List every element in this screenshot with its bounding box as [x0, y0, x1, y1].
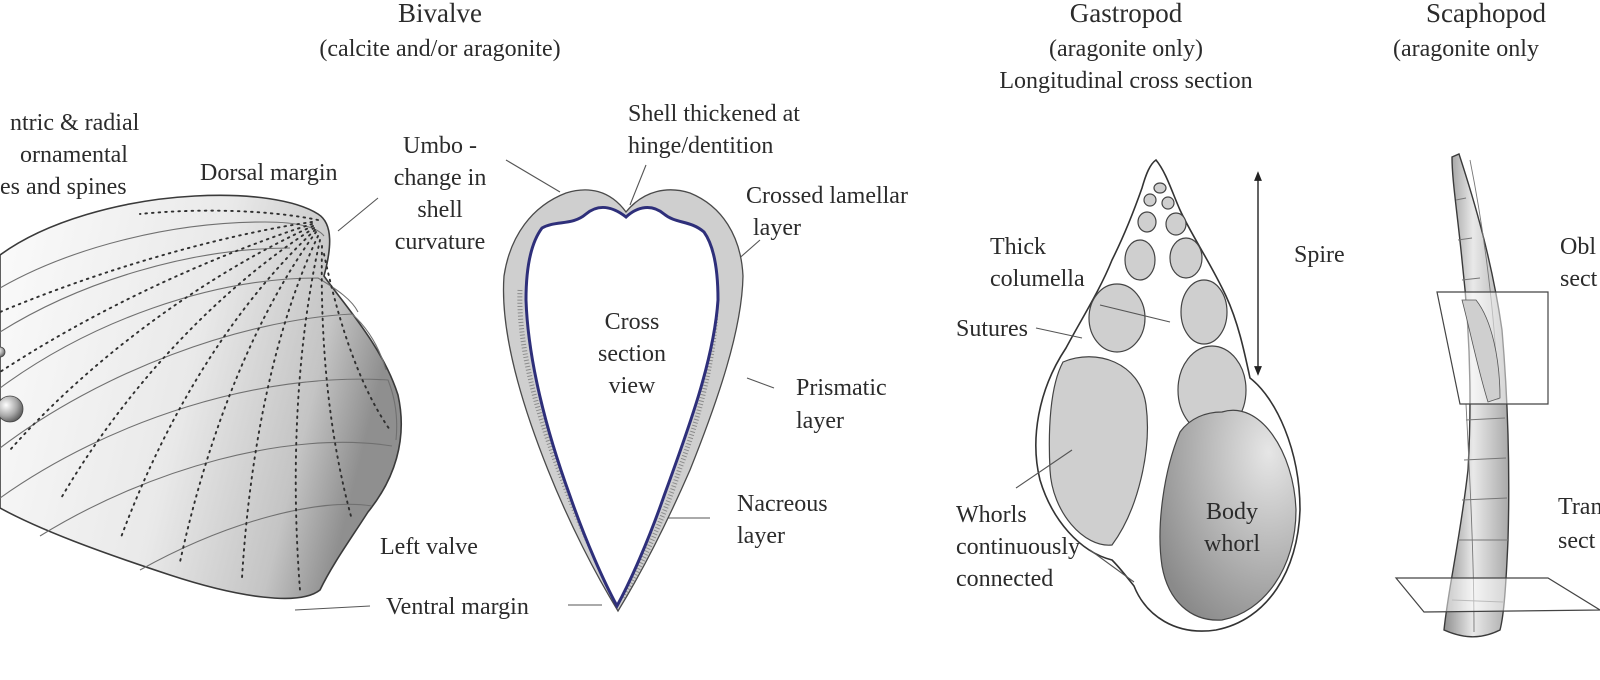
- scaphopod-title: Scaphopod: [1426, 0, 1546, 28]
- bivalve-growth-lines: [0, 221, 398, 571]
- prismatic-label-line-1: Prismatic: [796, 375, 887, 401]
- transverse-section-label-line-2: sect: [1558, 528, 1596, 554]
- bivalve-leader-lines: [294, 159, 775, 611]
- body-whorl-label-line-1: Body: [1206, 499, 1258, 525]
- columella-label-line-2: columella: [990, 266, 1085, 292]
- spine-bead: [0, 395, 24, 423]
- spire-label: Spire: [1294, 242, 1345, 268]
- nacreous-label-line-2: layer: [737, 523, 785, 549]
- crossed-lamellar-label-line-1: Crossed lamellar: [746, 183, 908, 209]
- dorsal-margin-label: Dorsal margin: [200, 160, 338, 186]
- scaphopod-subtitle: (aragonite only: [1393, 36, 1539, 62]
- body-whorl-label-line-2: whorl: [1204, 531, 1260, 557]
- bivalve-left-valve: [0, 194, 402, 600]
- crossed-lamellar-texture: [517, 289, 719, 600]
- bivalve-text: Bivalve (calcite and/or aragonite) ntric…: [0, 0, 908, 620]
- scaphopod-text: Scaphopod (aragonite only Obl sect Tran …: [1393, 0, 1600, 554]
- bivalve-radial-ribs: [0, 209, 391, 591]
- gastropod-whorl-chambers: [1048, 182, 1247, 546]
- transverse-section-plane: [1394, 577, 1600, 613]
- umbo-label-line-3: shell: [417, 197, 463, 223]
- cross-section-label-line-3: view: [609, 373, 656, 399]
- ornament-label-line-3: es and spines: [0, 174, 127, 200]
- spine-bead-small: [0, 346, 6, 358]
- bivalve-subtitle: (calcite and/or aragonite): [319, 36, 560, 62]
- oblique-section-label-line-2: sect: [1560, 266, 1598, 292]
- gastropod-shell-drawing: [1035, 158, 1301, 632]
- bivalve-shell-drawing: [0, 194, 402, 600]
- nacreous-label-line-1: Nacreous: [737, 491, 828, 517]
- whorls-label-line-1: Whorls: [956, 502, 1027, 528]
- prismatic-label-line-2: layer: [796, 408, 844, 434]
- bivalve-title: Bivalve: [398, 0, 482, 28]
- transverse-section-label-line-1: Tran: [1558, 494, 1600, 520]
- gastropod-subtitle-line-2: Longitudinal cross section: [999, 68, 1252, 94]
- whorls-label-line-2: continuously: [956, 534, 1080, 560]
- gastropod-leader-lines: [1015, 304, 1171, 583]
- cross-section-label-line-2: section: [598, 341, 666, 367]
- hinge-label-line-1: Shell thickened at: [628, 101, 800, 127]
- columella-label-line-1: Thick: [990, 234, 1046, 260]
- bivalve-cross-section: [502, 189, 744, 613]
- oblique-section-label-line-1: Obl: [1560, 234, 1596, 260]
- gastropod-title: Gastropod: [1070, 0, 1183, 28]
- left-valve-label: Left valve: [380, 534, 478, 560]
- hinge-label-line-2: hinge/dentition: [628, 133, 773, 159]
- oblique-section-cut: [1461, 299, 1501, 403]
- ornament-label-line-2: ornamental: [20, 142, 128, 168]
- umbo-label-line-1: Umbo -: [403, 133, 477, 159]
- cross-section-interior: [524, 206, 720, 610]
- scaphopod-shell-drawing: [1394, 153, 1600, 638]
- gastropod-text: Gastropod (aragonite only) Longitudinal …: [956, 0, 1345, 592]
- whorls-label-line-3: connected: [956, 566, 1053, 592]
- cross-section-label-line-1: Cross: [605, 309, 660, 335]
- body-whorl: [1159, 409, 1297, 621]
- umbo-label-line-2: change in: [394, 165, 487, 191]
- sutures-label: Sutures: [956, 316, 1028, 342]
- ornament-label-line-1: ntric & radial: [10, 110, 140, 136]
- gastropod-subtitle-line-1: (aragonite only): [1049, 36, 1203, 62]
- crossed-lamellar-label-line-2: layer: [753, 215, 801, 241]
- umbo-label-line-4: curvature: [395, 229, 486, 255]
- ventral-margin-label: Ventral margin: [386, 594, 529, 620]
